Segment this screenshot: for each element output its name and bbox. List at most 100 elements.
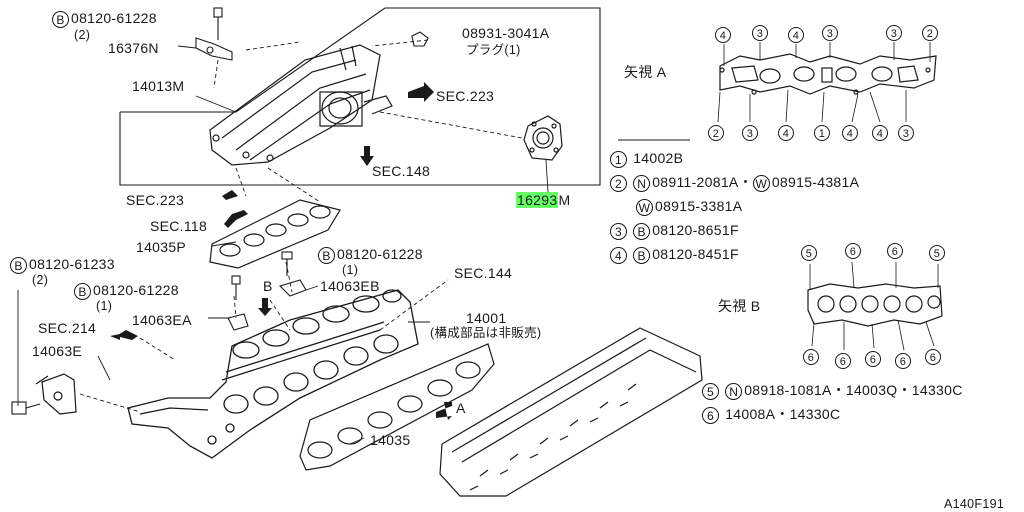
- index-circle: 6: [887, 243, 903, 260]
- index-circle: 2: [708, 125, 724, 142]
- index-circle: 4: [788, 27, 804, 44]
- view-a-bottom-index: 4: [778, 124, 796, 142]
- legend-part: 08911-2081A・: [652, 174, 753, 190]
- legend-row-6: 6 14008A・14330C: [702, 406, 840, 424]
- index-circle: 6: [895, 353, 911, 370]
- index-circle: 1: [610, 150, 627, 168]
- legend-row-1: 1 14002B: [610, 150, 683, 168]
- view-b-bottom-index: 6: [895, 352, 913, 370]
- bolt-prefix-badge: B: [52, 10, 69, 28]
- view-b-top-index: 5: [801, 244, 819, 262]
- legend-part: 08120-8451F: [652, 246, 739, 262]
- index-circle: 6: [803, 349, 819, 366]
- view-b-title: 矢視 B: [718, 298, 761, 314]
- bracket-eb-callout: 14063EB: [320, 278, 380, 294]
- view-a-top-index: 2: [922, 24, 940, 42]
- gasket-14035p: [209, 199, 341, 269]
- bracket-callout: 16376N: [108, 40, 159, 56]
- index-circle: 5: [801, 245, 817, 262]
- index-circle: 3: [822, 25, 838, 42]
- bracket-ea-callout: 14063EA: [132, 312, 192, 328]
- index-circle: 4: [610, 246, 627, 264]
- view-b-top-index: 6: [887, 242, 905, 260]
- prefix-badge: W: [752, 174, 770, 192]
- gasket-16293-callout: 16293M: [516, 192, 570, 208]
- bolt-top: [195, 7, 233, 61]
- legend-part: 14002B: [633, 150, 684, 166]
- index-circle: 4: [778, 125, 794, 142]
- plug: [411, 31, 429, 47]
- index-circle: 3: [898, 125, 914, 142]
- index-circle: 1: [814, 125, 830, 142]
- view-a-marker: A: [456, 400, 466, 416]
- view-a-gasket: [719, 53, 937, 95]
- index-circle: 4: [842, 125, 858, 142]
- index-circle: 6: [835, 353, 851, 370]
- view-a-bottom-index: 4: [872, 124, 890, 142]
- index-circle: 4: [715, 27, 731, 44]
- cylinder-head: [439, 327, 703, 497]
- bolt-prefix-badge: B: [318, 246, 335, 264]
- view-a-bottom-index: 4: [842, 124, 860, 142]
- plug-desc: プラグ(1): [466, 43, 521, 57]
- index-circle: 5: [929, 245, 945, 262]
- manifold-note: (構成部品は非販売): [430, 326, 542, 340]
- view-a-bottom-index: 2: [708, 124, 726, 142]
- prefix-badge: N: [725, 382, 743, 400]
- bolt-prefix-badge: B: [10, 256, 27, 274]
- view-a-top-index: 3: [822, 24, 840, 42]
- legend-part: 08120-8651F: [652, 222, 739, 238]
- gasket-highlight: 16293: [516, 192, 559, 208]
- prefix-badge: B: [633, 222, 651, 240]
- gasket-16293: [523, 115, 563, 161]
- view-b-top-index: 6: [845, 242, 863, 260]
- view-b-top-index: 5: [929, 244, 947, 262]
- intake-collector: [209, 44, 393, 166]
- view-b-bottom-index: 6: [835, 352, 853, 370]
- index-circle: 6: [845, 243, 861, 260]
- manifold-callout: 14001: [466, 310, 507, 326]
- bolt-b-part: 08120-61228: [337, 246, 423, 262]
- bolt-c-part: 08120-61233: [29, 256, 115, 272]
- legend-part: 08915-3381A: [655, 198, 743, 214]
- view-a-bottom-index: 1: [814, 124, 832, 142]
- direction-arrows: [110, 82, 452, 420]
- view-b-bottom-index: 6: [803, 348, 821, 366]
- sec223-top: SEC.223: [436, 88, 495, 104]
- bracket-14063e: [35, 373, 77, 415]
- bolt-b-qty: (1): [342, 263, 359, 277]
- legend-part: 14008A・14330C: [725, 406, 841, 422]
- legend-part: 08918-1081A・14003Q・14330C: [744, 382, 963, 398]
- prefix-badge: B: [633, 246, 651, 264]
- view-a-top-index: 4: [715, 26, 733, 44]
- sec144: SEC.144: [454, 265, 513, 281]
- collector-callout: 14013M: [132, 78, 185, 94]
- prefix-badge: W: [636, 198, 653, 216]
- gasket-suffix: M: [558, 192, 571, 208]
- view-b-bottom-index: 6: [865, 350, 883, 368]
- sec118: SEC.118: [150, 218, 208, 234]
- bolt-prefix-badge: B: [74, 282, 91, 300]
- legend-part: 08915-4381A: [771, 174, 860, 190]
- bolt-a-qty: (2): [74, 28, 91, 42]
- bolt-c-qty: (2): [32, 273, 49, 287]
- plug-callout: 08931-3041A: [462, 25, 550, 41]
- view-b-marker: B: [263, 278, 273, 294]
- index-circle: 3: [752, 25, 768, 42]
- intake-manifold: [127, 289, 419, 459]
- gasket-14035p-callout: 14035P: [136, 239, 187, 255]
- bolt-a-part: 08120-61228: [71, 10, 157, 26]
- drawing-id: A140F191: [944, 497, 1005, 511]
- view-a-bottom-index: 3: [898, 124, 916, 142]
- index-circle: 6: [925, 349, 941, 366]
- view-a-title: 矢視 A: [624, 64, 667, 80]
- sec214: SEC.214: [38, 320, 97, 336]
- index-circle: 5: [702, 382, 719, 400]
